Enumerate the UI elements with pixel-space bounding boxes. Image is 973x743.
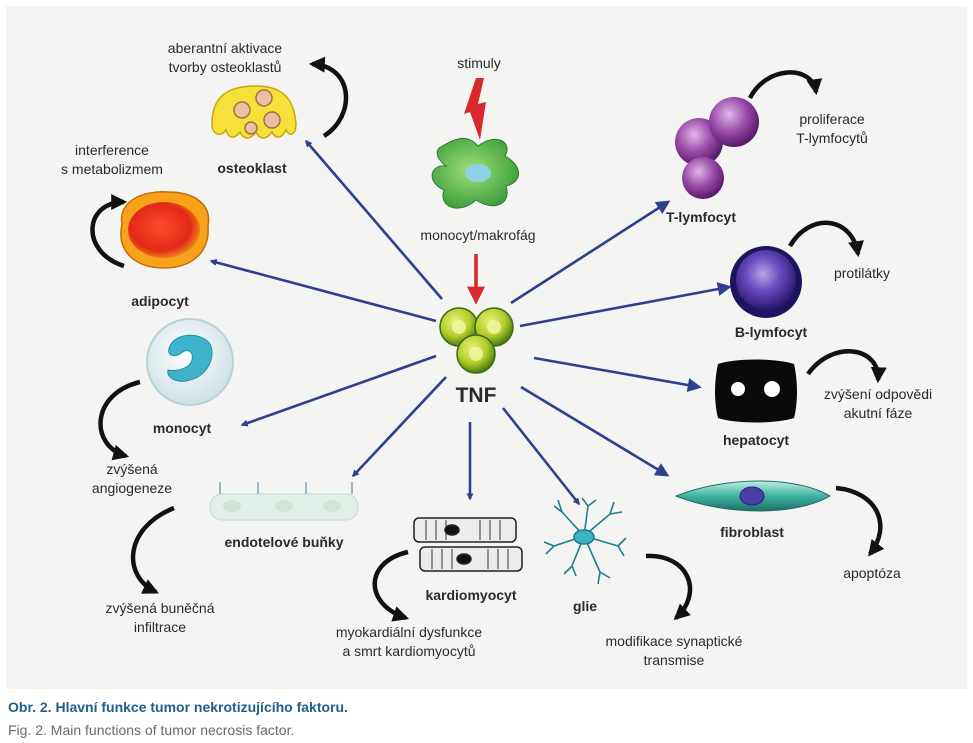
hepatocyt-cell — [715, 359, 797, 423]
osteoklast-effect-line1: aberantní aktivace — [168, 40, 283, 56]
fibroblast-cell — [674, 480, 831, 512]
fibroblast-effect-arrow — [835, 485, 885, 557]
arrow-to-endotel — [352, 376, 447, 478]
stimulus-label: stimuly — [457, 55, 501, 71]
fibroblast-label: fibroblast — [720, 524, 784, 540]
adipocyt-effect-arrow — [90, 194, 128, 269]
blymfocyt-effect-arrow — [788, 220, 864, 258]
arrow-to-hepatocyt — [533, 356, 702, 392]
monocyt-effect-arrow — [98, 379, 141, 461]
glie-effect-line1: modifikace synaptické — [606, 633, 743, 649]
figure-caption-english: Fig. 2. Main functions of tumor necrosis… — [8, 722, 295, 738]
diagram-panel: stimuly monocyt/makrofág TNF aberantní a… — [6, 6, 967, 689]
glie-effect-line2: transmise — [644, 652, 705, 668]
endotel-label: endotelové buňky — [224, 534, 343, 550]
blymfocyt-effect-line1: protilátky — [834, 265, 890, 281]
osteoklast-effect-line2: tvorby osteoklastů — [169, 59, 282, 75]
kardiomyocyt-effect-line1: myokardiální dysfunkce — [336, 624, 483, 640]
macrophage-label: monocyt/makrofág — [420, 227, 535, 243]
adipocyt-effect-line2: s metabolizmem — [61, 161, 163, 177]
osteoklast-effect-arrow — [308, 56, 349, 138]
kardiomyocyt-effect-arrow — [372, 549, 410, 622]
adipocyt-cell — [120, 191, 210, 269]
monocyt-label: monocyt — [153, 420, 212, 436]
hepatocyt-effect-line1: zvýšení odpovědi — [824, 386, 932, 402]
kardiomyocyt-cells — [413, 517, 523, 572]
glie-label: glie — [573, 598, 597, 614]
monocyt-effect-line2: angiogeneze — [92, 480, 172, 496]
glie-cell — [543, 497, 627, 585]
hepatocyt-effect-line2: akutní fáze — [844, 405, 913, 421]
tnf-label: TNF — [456, 384, 497, 407]
blymfocyt-label: B-lymfocyt — [735, 324, 808, 340]
adipocyt-label: adipocyt — [131, 293, 189, 309]
tlymfocyt-cells — [675, 97, 759, 199]
fibroblast-effect-line1: apoptóza — [843, 565, 901, 581]
tlymfocyt-label: T-lymfocyt — [666, 209, 736, 225]
hepatocyt-label: hepatocyt — [723, 432, 789, 448]
kardiomyocyt-label: kardiomyocyt — [425, 587, 516, 603]
tnf-molecule — [439, 307, 514, 374]
diagram-labels: stimuly monocyt/makrofág TNF aberantní a… — [61, 40, 932, 668]
blymfocyt-cell — [730, 246, 802, 318]
glie-effect-arrow — [645, 553, 693, 621]
macrophage-cell — [431, 137, 520, 209]
tlymfocyt-effect-arrow — [747, 70, 823, 100]
osteoklast-label: osteoklast — [217, 160, 287, 176]
arrow-to-tlymfocyt — [510, 200, 671, 305]
figure-caption-czech: Obr. 2. Hlavní funkce tumor nekrotizujíc… — [8, 699, 348, 715]
arrow-to-adipocyt — [209, 259, 437, 323]
endotel-effect-arrow — [130, 505, 175, 595]
endotel-cells — [209, 482, 359, 521]
endotel-effect-line1: zvýšená buněčná — [106, 600, 215, 616]
adipocyt-effect-line1: interference — [75, 142, 149, 158]
endotel-effect-line2: infiltrace — [134, 619, 186, 635]
monocyt-cell — [146, 318, 234, 406]
hepatocyt-effect-arrow — [806, 349, 887, 384]
kardiomyocyt-effect-line2: a smrt kardiomyocytů — [342, 643, 475, 659]
tlymfocyt-effect-line1: proliferace — [799, 111, 865, 127]
stimulus-lightning — [464, 78, 486, 140]
tnf-arrows — [209, 139, 732, 506]
arrow-to-osteoklast — [305, 139, 443, 300]
arrow-to-fibroblast — [520, 385, 670, 477]
osteoklast-cell — [211, 85, 297, 139]
arrow-to-glie — [501, 407, 581, 506]
tlymfocyt-effect-line2: T-lymfocytů — [796, 130, 868, 146]
arrow-to-blymfocyt — [519, 282, 732, 328]
tnf-function-diagram: stimuly monocyt/makrofág TNF aberantní a… — [61, 40, 932, 668]
monocyt-effect-line1: zvýšená — [106, 461, 158, 477]
arrow-to-monocyt — [240, 354, 437, 427]
